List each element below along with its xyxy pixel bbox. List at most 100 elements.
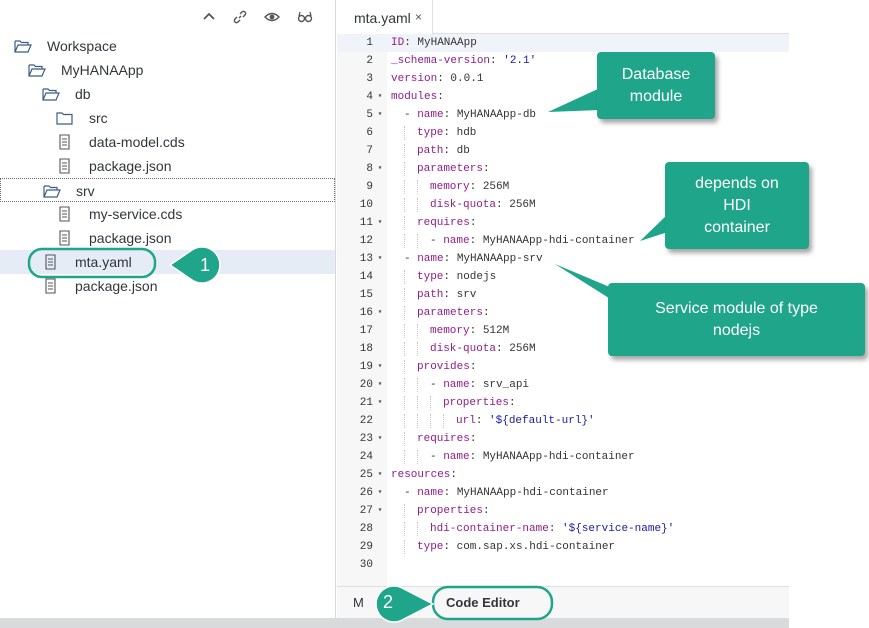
yaml-token: - xyxy=(430,451,444,463)
tab-code-editor[interactable]: Code Editor xyxy=(446,595,520,610)
code-line: 4▾modules: xyxy=(337,88,789,106)
indent-guide xyxy=(404,216,405,230)
yaml-token: : xyxy=(443,487,457,499)
tree-item-package-json[interactable]: package.json xyxy=(0,226,335,250)
line-number: 7 xyxy=(366,145,373,157)
yaml-token: MyHANAApp-db xyxy=(456,109,537,121)
tree-item-data-model-cds[interactable]: data-model.cds xyxy=(0,130,335,154)
file-icon xyxy=(56,158,74,174)
yaml-string: '${default-url}' xyxy=(489,415,595,427)
code-text: type: nodejs xyxy=(417,268,496,286)
tree-item-my-service-cds[interactable]: my-service.cds xyxy=(0,202,335,226)
indent-guide xyxy=(417,396,418,410)
yaml-key: memory xyxy=(430,325,470,337)
indent-guide xyxy=(404,504,405,518)
fold-toggle-icon[interactable]: ▾ xyxy=(377,470,383,479)
line-number-gutter xyxy=(337,34,387,586)
callout-service-module-text: Service module of type nodejs xyxy=(655,299,818,339)
line-number: 16 xyxy=(359,307,373,319)
tree-item-label: MyHANAApp xyxy=(61,62,144,78)
fold-toggle-icon[interactable]: ▾ xyxy=(377,398,383,407)
yaml-key: requires xyxy=(417,433,470,445)
code-text: - name: MyHANAApp-hdi-container xyxy=(404,484,609,502)
editor-mode-tabs: M Code Editor xyxy=(337,586,789,618)
fold-toggle-icon[interactable]: ▾ xyxy=(377,218,383,227)
tree-item-label: package.json xyxy=(89,230,172,246)
code-text: - name: MyHANAApp-srv xyxy=(404,250,543,268)
tab-label: mta.yaml xyxy=(354,10,411,26)
fold-toggle-icon[interactable]: ▾ xyxy=(377,488,383,497)
yaml-token: : xyxy=(509,397,516,409)
fold-toggle-icon[interactable]: ▾ xyxy=(377,254,383,263)
tree-item-workspace[interactable]: Workspace xyxy=(0,34,335,58)
yaml-token: : xyxy=(450,469,458,481)
tab-mta-yaml[interactable]: mta.yaml × xyxy=(337,0,433,34)
indent-guide xyxy=(417,198,418,212)
fold-toggle-icon[interactable]: ▾ xyxy=(377,506,383,515)
yaml-token: hdb xyxy=(456,127,477,139)
fold-toggle-icon[interactable]: ▾ xyxy=(377,164,383,173)
yaml-token: : xyxy=(469,181,483,193)
code-text: version: 0.0.1 xyxy=(391,70,483,88)
yaml-token: : xyxy=(469,325,483,337)
link-icon[interactable] xyxy=(231,8,249,26)
tab-mta-editor[interactable]: M xyxy=(353,595,364,610)
yaml-key: disk-quota xyxy=(430,199,497,211)
fold-toggle-icon[interactable]: ▾ xyxy=(377,362,383,371)
eye-icon[interactable] xyxy=(263,8,281,26)
tree-item-package-json[interactable]: package.json xyxy=(0,274,335,298)
glasses-icon[interactable] xyxy=(296,8,314,26)
tree-item-package-json[interactable]: package.json xyxy=(0,154,335,178)
status-strip xyxy=(0,618,789,628)
indent-guide xyxy=(404,288,405,302)
yaml-key: parameters xyxy=(417,163,484,175)
tree-item-label: package.json xyxy=(89,158,172,174)
tree-item-srv[interactable]: srv xyxy=(0,178,335,202)
tree-item-src[interactable]: src xyxy=(0,106,335,130)
line-number: 25 xyxy=(359,469,373,481)
tree-item-db[interactable]: db xyxy=(0,82,335,106)
code-text: disk-quota: 256M xyxy=(430,340,536,358)
yaml-token: MyHANAApp-hdi-container xyxy=(482,451,635,463)
yaml-token: : xyxy=(443,145,457,157)
fold-toggle-icon[interactable]: ▾ xyxy=(377,110,383,119)
fold-toggle-icon[interactable]: ▾ xyxy=(377,92,383,101)
yaml-string: '2.1' xyxy=(503,55,537,67)
indent-guide xyxy=(417,522,418,536)
yaml-token: : xyxy=(475,415,490,427)
code-text: - name: MyHANAApp-db xyxy=(404,106,536,124)
close-icon[interactable]: × xyxy=(415,10,423,24)
indent-guide xyxy=(417,342,418,356)
code-text: url: '${default-url}' xyxy=(456,412,595,430)
fold-toggle-icon[interactable]: ▾ xyxy=(377,434,383,443)
tree-item-mta-yaml[interactable]: mta.yaml xyxy=(0,250,335,274)
folder-open-icon xyxy=(14,38,32,54)
yaml-key: type xyxy=(417,541,444,553)
fold-toggle-icon[interactable]: ▾ xyxy=(377,308,383,317)
file-icon xyxy=(56,206,74,222)
code-text: - name: MyHANAApp-hdi-container xyxy=(430,232,635,250)
yaml-key: parameters xyxy=(417,307,484,319)
fold-toggle-icon[interactable]: ▾ xyxy=(377,380,383,389)
line-number: 13 xyxy=(359,253,373,265)
indent-guide xyxy=(404,414,405,428)
code-text: path: srv xyxy=(417,286,476,304)
folder-open-icon xyxy=(43,183,61,199)
code-line: 2_schema-version: '2.1' xyxy=(337,52,789,70)
chevron-up-icon[interactable] xyxy=(200,8,218,26)
tree-item-myhanaapp[interactable]: MyHANAApp xyxy=(0,58,335,82)
code-line: 24- name: MyHANAApp-hdi-container xyxy=(337,448,789,466)
yaml-token: 512M xyxy=(482,325,510,337)
yaml-token: : xyxy=(469,451,483,463)
code-line: 5▾- name: MyHANAApp-db xyxy=(337,106,789,124)
indent-guide xyxy=(404,324,405,338)
yaml-token: 0.0.1 xyxy=(450,73,484,85)
